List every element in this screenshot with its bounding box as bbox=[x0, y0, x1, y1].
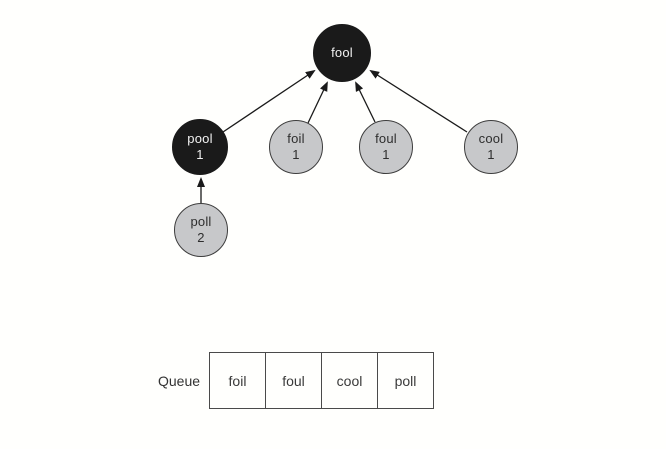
node-word: foul bbox=[375, 131, 397, 146]
queue-cells: foil foul cool poll bbox=[209, 352, 434, 409]
queue-item: foul bbox=[282, 372, 305, 389]
queue-item: foil bbox=[228, 372, 247, 389]
node-distance: 2 bbox=[197, 230, 205, 245]
node-word: foil bbox=[287, 131, 305, 146]
queue-item: poll bbox=[394, 372, 417, 389]
edge-foul-fool bbox=[355, 81, 376, 123]
queue-item: cool bbox=[336, 372, 363, 389]
queue-cell: cool bbox=[321, 352, 378, 409]
node-word: pool bbox=[187, 131, 213, 146]
node-word: cool bbox=[478, 131, 504, 146]
node-distance: 1 bbox=[292, 147, 300, 162]
node-distance: 1 bbox=[487, 147, 495, 162]
node-pool: pool 1 bbox=[172, 119, 228, 175]
queue-label: Queue bbox=[158, 372, 201, 389]
node-fool: fool bbox=[313, 24, 371, 82]
queue-cell: foul bbox=[265, 352, 322, 409]
node-poll: poll 2 bbox=[174, 203, 228, 257]
node-word: poll bbox=[190, 214, 212, 229]
node-foul: foul 1 bbox=[359, 120, 413, 174]
edge-foil-fool bbox=[307, 81, 328, 124]
node-distance: 1 bbox=[196, 147, 204, 162]
node-word: fool bbox=[331, 45, 353, 60]
node-foil: foil 1 bbox=[269, 120, 323, 174]
queue-cell: poll bbox=[377, 352, 434, 409]
node-cool: cool 1 bbox=[464, 120, 518, 174]
node-distance: 1 bbox=[382, 147, 390, 162]
queue: Queue foil foul cool poll bbox=[158, 352, 434, 409]
queue-cell: foil bbox=[209, 352, 266, 409]
